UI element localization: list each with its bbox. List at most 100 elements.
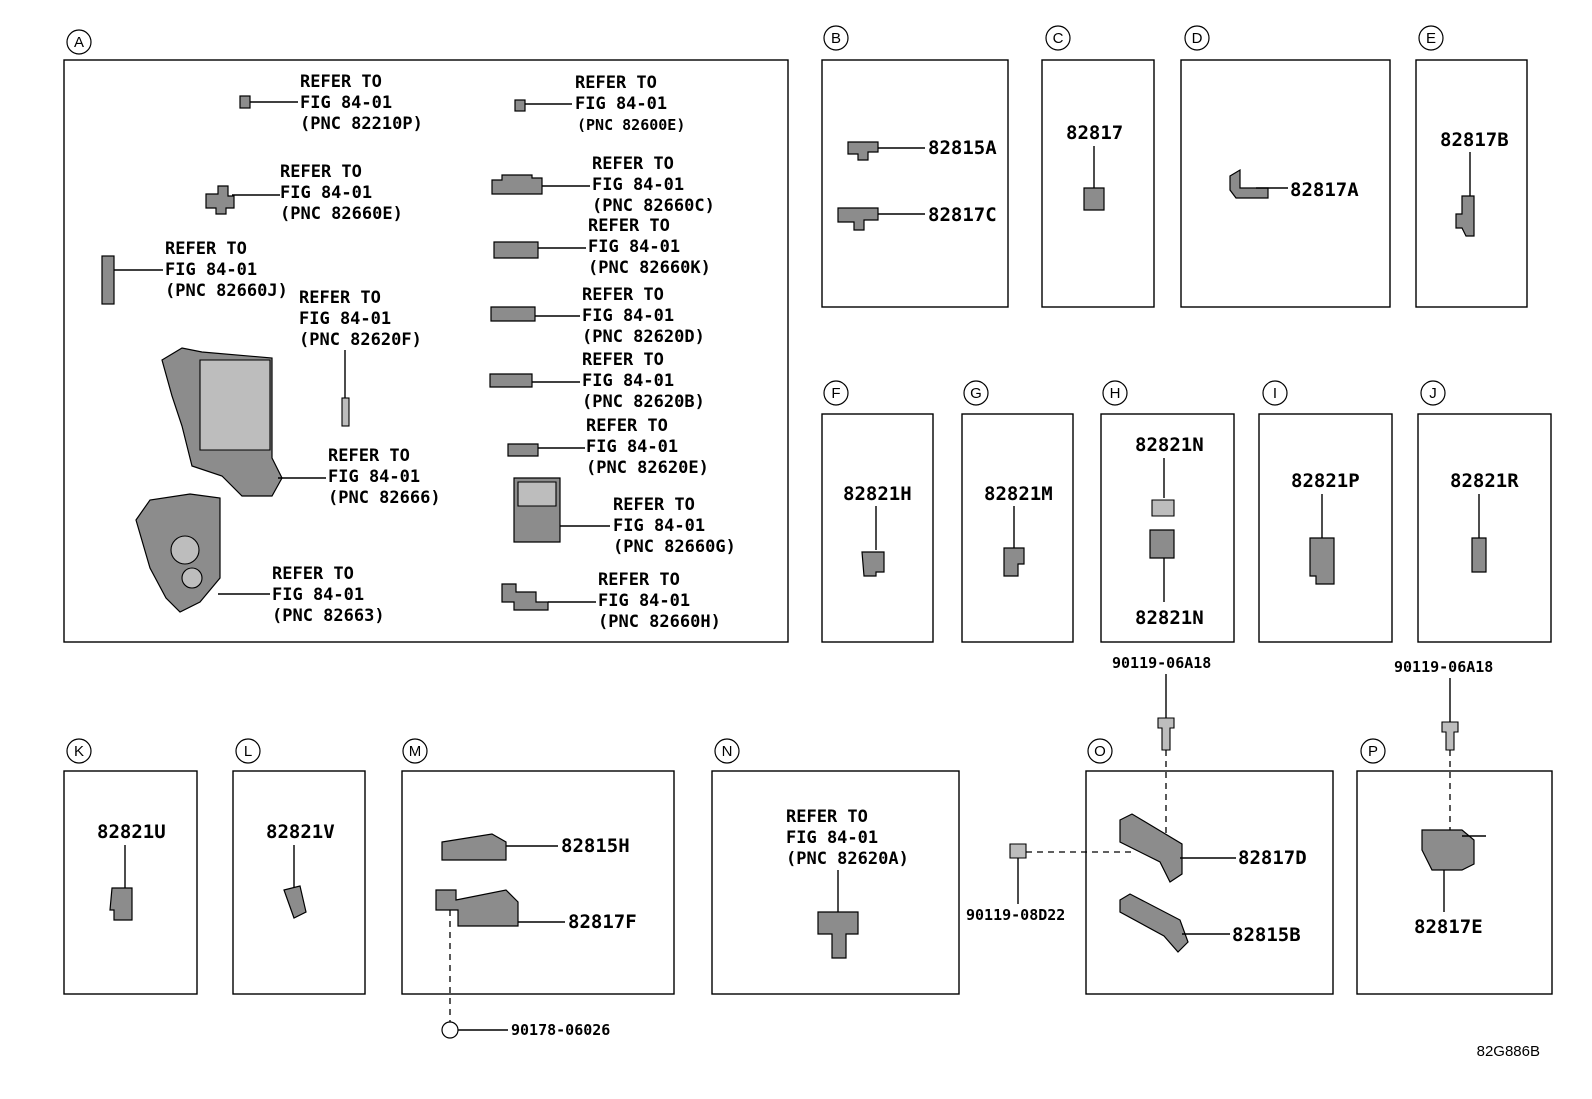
connector-82821r-icon [1471, 537, 1487, 573]
bolt-90119-06a18-o-icon [1157, 717, 1175, 751]
section-K-letter: K [74, 743, 84, 760]
svg-text:FIG 84-01: FIG 84-01 [272, 585, 364, 605]
bracket-82817a-icon [1229, 168, 1269, 199]
svg-text:FIG 84-01: FIG 84-01 [582, 306, 674, 326]
section-I-letter: I [1273, 385, 1277, 402]
connector-82620e-icon [507, 443, 539, 457]
section-E-letter: E [1426, 30, 1436, 47]
part-label-82821h: 82821H [843, 483, 912, 505]
panel-N-parts: REFER TO FIG 84-01 (PNC 82620A) [786, 807, 909, 959]
part-label-82821m: 82821M [984, 483, 1053, 505]
ref-82600e: REFER TO FIG 84-01 (PNC 82600E) [575, 73, 685, 134]
bracket-82817e-icon [1421, 829, 1475, 871]
connector-82620d-icon [490, 306, 536, 322]
panel-D-parts: 82817A [1229, 168, 1359, 201]
connector-82821n-bottom-icon [1149, 529, 1175, 559]
bracket-82817d-icon [1119, 813, 1183, 883]
section-I-marker: I [1262, 380, 1288, 406]
svg-text:FIG 84-01: FIG 84-01 [165, 260, 257, 280]
svg-text:(PNC 82210P): (PNC 82210P) [300, 114, 423, 134]
svg-text:REFER TO: REFER TO [592, 154, 674, 174]
svg-text:REFER TO: REFER TO [272, 564, 354, 584]
section-G-letter: G [970, 385, 982, 402]
panel-A [63, 59, 789, 643]
panel-N [711, 770, 960, 995]
connector-82660c-icon [491, 174, 543, 195]
svg-text:(PNC 82620E): (PNC 82620E) [586, 458, 709, 478]
panel-G [961, 413, 1074, 643]
svg-text:(PNC 82666): (PNC 82666) [328, 488, 441, 508]
panel-G-parts: 82821M [984, 483, 1053, 577]
ref-82620a-line2: FIG 84-01 [786, 828, 878, 848]
svg-text:REFER TO: REFER TO [299, 288, 381, 308]
part-label-82821p: 82821P [1291, 470, 1360, 492]
svg-text:REFER TO: REFER TO [582, 285, 664, 305]
section-O-letter: O [1094, 743, 1106, 760]
panel-M [401, 770, 675, 995]
section-N-letter: N [722, 743, 733, 760]
part-label-82817: 82817 [1066, 122, 1123, 144]
panel-J-parts: 82821R [1450, 470, 1519, 573]
svg-text:(PNC 82660E): (PNC 82660E) [280, 204, 403, 224]
part-label-82821v: 82821V [266, 821, 335, 843]
part-label-82817a: 82817A [1290, 179, 1359, 201]
panel-L-parts: 82821V [266, 821, 335, 919]
part-label-82817c: 82817C [928, 204, 997, 226]
svg-text:FIG 84-01: FIG 84-01 [575, 94, 667, 114]
part-label-82821r: 82821R [1450, 470, 1519, 492]
ref-82660k: REFER TO FIG 84-01 (PNC 82660K) [588, 216, 711, 278]
svg-text:(PNC 82660C): (PNC 82660C) [592, 196, 715, 216]
fuse-82620f-icon [341, 397, 350, 427]
part-label-90178-06026: 90178-06026 [511, 1021, 610, 1039]
svg-text:FIG 84-01: FIG 84-01 [598, 591, 690, 611]
ref-82620a-line1: REFER TO [786, 807, 868, 827]
ref-82660j: REFER TO FIG 84-01 (PNC 82660J) [165, 239, 288, 301]
section-D-marker: D [1184, 25, 1210, 51]
ref-82620d: REFER TO FIG 84-01 (PNC 82620D) [582, 285, 705, 347]
section-H-marker: H [1102, 380, 1128, 406]
section-P-letter: P [1368, 743, 1378, 760]
panel-B-parts: 82815A 82817C [837, 137, 997, 231]
svg-text:FIG 84-01: FIG 84-01 [613, 516, 705, 536]
connector-82660e-icon [205, 185, 235, 215]
panel-P [1356, 770, 1553, 995]
ref-82660e: REFER TO FIG 84-01 (PNC 82660E) [280, 162, 403, 224]
svg-text:FIG 84-01: FIG 84-01 [582, 371, 674, 391]
part-label-82815h: 82815H [561, 835, 630, 857]
part-label-82817b: 82817B [1440, 129, 1509, 151]
bracket-82817-icon [1083, 187, 1105, 211]
svg-text:REFER TO: REFER TO [165, 239, 247, 259]
section-M-letter: M [409, 743, 422, 760]
panel-H-parts: 82821N 82821N [1135, 434, 1204, 629]
panel-L [232, 770, 366, 995]
panel-B [821, 59, 1009, 308]
svg-text:(PNC 82620D): (PNC 82620D) [582, 327, 705, 347]
connector-82821v-icon [283, 885, 307, 919]
svg-text:(PNC 82660G): (PNC 82660G) [613, 537, 736, 557]
svg-text:REFER TO: REFER TO [613, 495, 695, 515]
bracket-82815a-icon [847, 141, 879, 161]
panel-H [1100, 413, 1235, 643]
section-J-letter: J [1429, 385, 1437, 402]
svg-text:FIG 84-01: FIG 84-01 [300, 93, 392, 113]
panel-K-parts: 82821U [97, 821, 166, 921]
section-D-letter: D [1192, 30, 1203, 47]
section-N-marker: N [714, 738, 740, 764]
bracket-82817b-icon [1455, 195, 1475, 237]
connector-82660j-icon [101, 255, 115, 305]
svg-text:FIG 84-01: FIG 84-01 [280, 183, 372, 203]
part-label-82817e: 82817E [1414, 916, 1483, 938]
part-label-82821u: 82821U [97, 821, 166, 843]
clip-90178-06026-icon [441, 1021, 459, 1039]
part-label-82817d: 82817D [1238, 847, 1307, 869]
section-B-marker: B [823, 25, 849, 51]
svg-text:(PNC 82600E): (PNC 82600E) [577, 116, 685, 134]
panel-I-parts: 82821P [1291, 470, 1360, 585]
svg-text:FIG 84-01: FIG 84-01 [299, 309, 391, 329]
connector-82620b-icon [489, 373, 533, 388]
section-M-marker: M [402, 738, 428, 764]
svg-text:FIG 84-01: FIG 84-01 [586, 437, 678, 457]
svg-text:(PNC 82660J): (PNC 82660J) [165, 281, 288, 301]
part-label-90119-06a18-o: 90119-06A18 [1112, 654, 1211, 672]
ref-82210p: REFER TO FIG 84-01 (PNC 82210P) [300, 72, 423, 134]
